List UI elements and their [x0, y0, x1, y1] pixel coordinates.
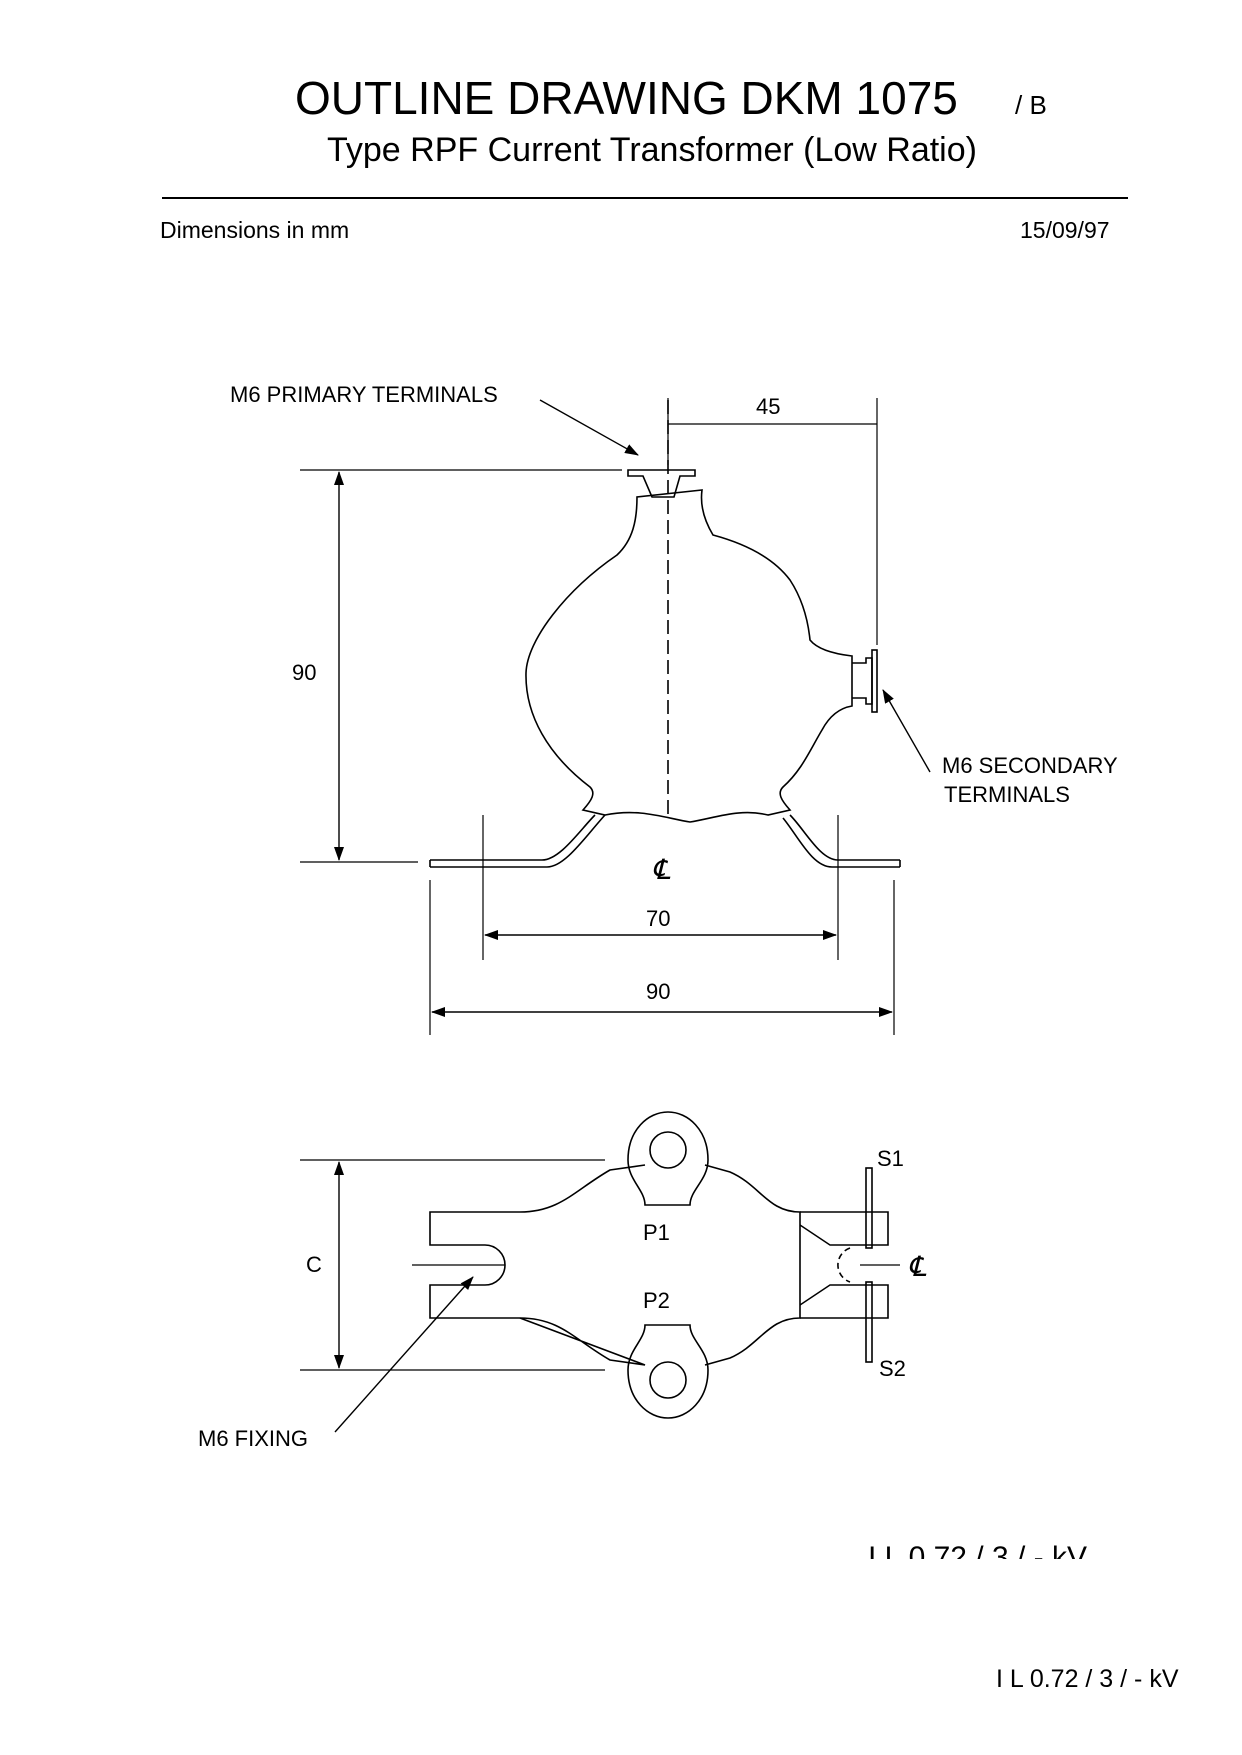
s2-label: S2 [879, 1356, 906, 1381]
secondary-terminals-label-2: TERMINALS [944, 782, 1070, 807]
units-note: Dimensions in mm [160, 217, 350, 243]
rating-footer: I L 0.72 / 3 / - kV [996, 1665, 1179, 1693]
revision-label: / B [1015, 90, 1047, 120]
dim-45-value: 45 [756, 394, 780, 419]
p2-label: P2 [643, 1288, 670, 1313]
dim-c-value: C [306, 1252, 322, 1277]
s2-plate [865, 1281, 873, 1363]
left-foot [429, 814, 606, 868]
right-terminal-dashed [837, 1247, 851, 1283]
fixing-label: M6 FIXING [198, 1426, 308, 1451]
centreline-symbol-plan: ℄ [908, 1251, 927, 1282]
page-title: OUTLINE DRAWING DKM 1075 [295, 72, 958, 124]
p2-lug [627, 1324, 709, 1419]
primary-terminals-label: M6 PRIMARY TERMINALS [230, 382, 498, 407]
s1-plate [865, 1167, 873, 1249]
drawing-date: 15/09/97 [1020, 217, 1110, 243]
plan-view [300, 1111, 900, 1433]
dim-90-base-value: 90 [646, 979, 670, 1004]
dim-70-value: 70 [646, 906, 670, 931]
right-foot [782, 814, 901, 868]
s1-label: S1 [877, 1146, 904, 1171]
p2-hole [649, 1361, 687, 1399]
p1-label: P1 [643, 1220, 670, 1245]
secondary-terminals-label-1: M6 SECONDARY [942, 753, 1118, 778]
dim-90-height-value: 90 [292, 660, 316, 685]
fixing-leader [334, 1276, 474, 1433]
primary-leader [539, 399, 639, 456]
transformer-body [525, 489, 853, 823]
primary-terminal [627, 469, 696, 498]
secondary-leader [882, 689, 931, 773]
plan-body [519, 1164, 801, 1366]
secondary-terminal-plate [871, 649, 878, 713]
secondary-terminal [852, 657, 873, 705]
header-divider [162, 197, 1128, 199]
p1-lug [627, 1111, 709, 1206]
rating-cut: I L 0.72 / 3 / - kV [868, 1541, 1087, 1574]
page-subtitle: Type RPF Current Transformer (Low Ratio) [327, 131, 977, 169]
front-view [300, 398, 931, 1035]
centreline-symbol-front: ℄ [652, 854, 671, 885]
right-terminal-block [800, 1211, 889, 1319]
p1-hole [649, 1131, 687, 1169]
